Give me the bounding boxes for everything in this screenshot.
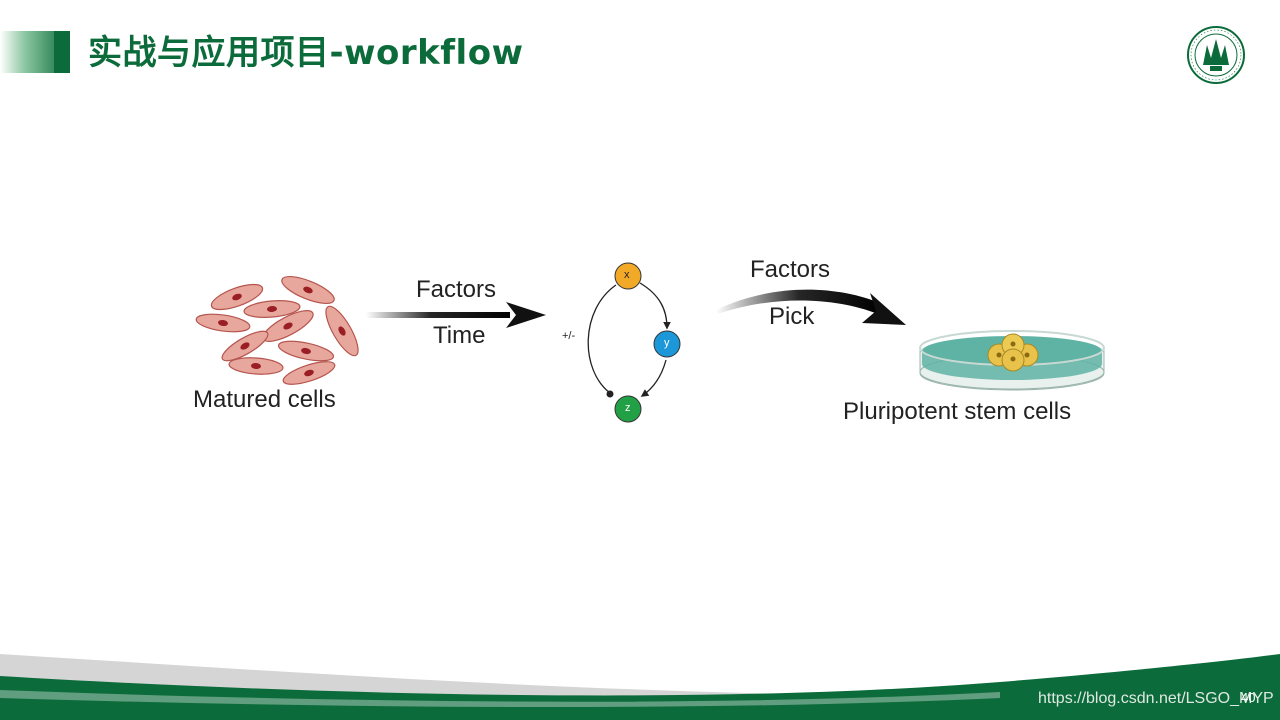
petri-dish-illustration bbox=[919, 330, 1105, 391]
footer-band bbox=[0, 654, 1280, 720]
arrow1-bottom-label: Time bbox=[433, 322, 486, 349]
page-number: 40 bbox=[1241, 690, 1256, 705]
arrow-factors-pick bbox=[716, 289, 906, 325]
node-y-label: y bbox=[664, 337, 670, 349]
node-z bbox=[614, 395, 642, 423]
node-z-label: z bbox=[625, 402, 631, 414]
node-x-label: x bbox=[624, 269, 630, 281]
network-sign-label: +/- bbox=[562, 330, 576, 342]
slide-title: 实战与应用项目-workflow bbox=[88, 33, 524, 73]
node-x bbox=[614, 262, 642, 290]
arrow2-top-label: Factors bbox=[750, 256, 831, 283]
arrow-factors-time bbox=[366, 302, 546, 328]
matured-cells-illustration bbox=[195, 275, 359, 385]
arrow1-top-label: Factors bbox=[416, 276, 497, 303]
matured-cells-label: Matured cells bbox=[193, 386, 336, 413]
header-accent-bar bbox=[0, 31, 70, 73]
node-y bbox=[653, 330, 681, 358]
stem-cells-label: Pluripotent stem cells bbox=[843, 398, 1072, 425]
watermark-url: https://blog.csdn.net/LSGO_MYP bbox=[1038, 690, 1274, 707]
university-logo bbox=[1187, 26, 1245, 84]
gene-network bbox=[587, 262, 681, 423]
arrow2-bottom-label: Pick bbox=[769, 303, 815, 330]
